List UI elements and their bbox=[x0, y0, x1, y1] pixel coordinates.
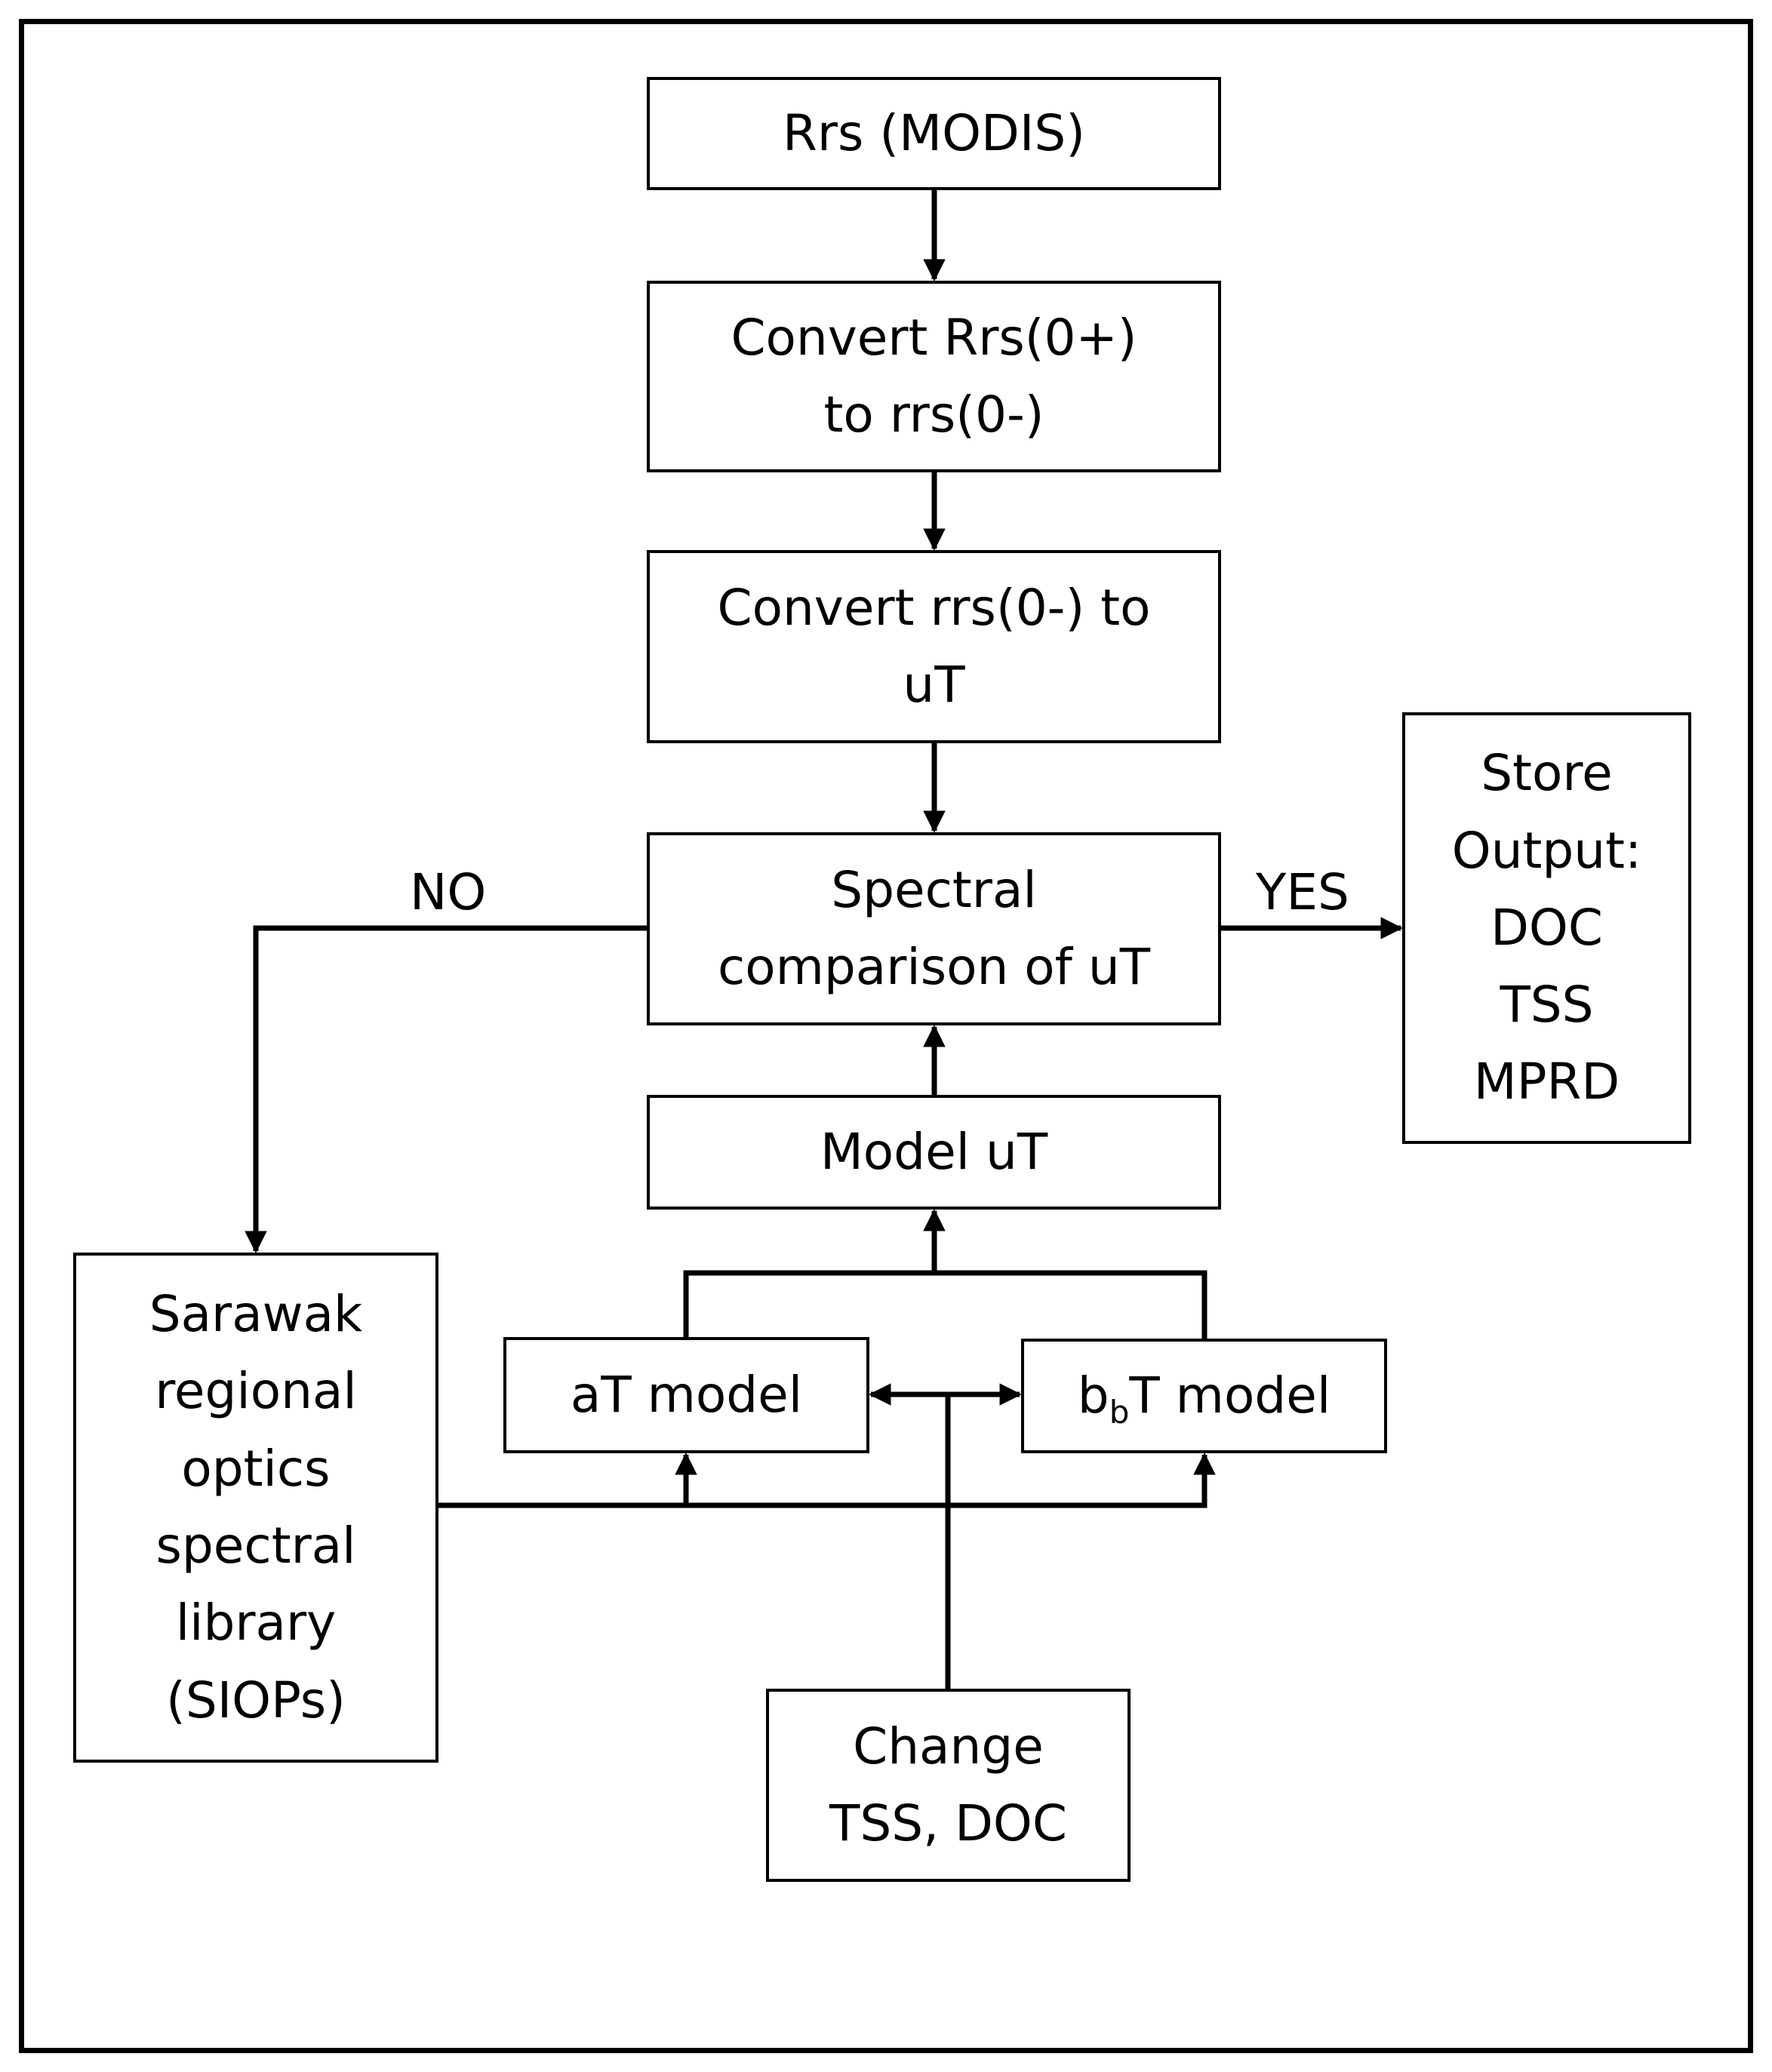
edge-spectral-to-sarawak bbox=[245, 925, 647, 1253]
node-text: Model uT bbox=[820, 1122, 1048, 1181]
node-text: TSS, DOC bbox=[829, 1794, 1067, 1852]
node-bbt-model: bbT model bbox=[1021, 1339, 1387, 1453]
node-spectral-comparison: Spectral comparison of uT bbox=[647, 832, 1221, 1025]
node-text: Output: bbox=[1451, 821, 1642, 880]
edge-label-yes: YES bbox=[1256, 863, 1349, 921]
node-text: Convert rrs(0-) to bbox=[717, 578, 1151, 637]
edge-at-merge bbox=[683, 1270, 1207, 1339]
node-text: library bbox=[175, 1594, 337, 1652]
node-text: to rrs(0-) bbox=[823, 386, 1044, 444]
node-text: bbT model bbox=[1078, 1357, 1331, 1434]
node-text: Convert Rrs(0+) bbox=[731, 308, 1137, 367]
node-text: Rrs (MODIS) bbox=[783, 103, 1085, 162]
node-sarawak-library: Sarawak regional optics spectral library… bbox=[73, 1253, 438, 1763]
node-text-subscript: b bbox=[1109, 1393, 1130, 1431]
node-text: optics bbox=[181, 1439, 331, 1498]
node-text: TSS bbox=[1500, 976, 1594, 1034]
node-change-tss-doc: Change TSS, DOC bbox=[766, 1689, 1131, 1882]
node-text: uT bbox=[903, 656, 965, 714]
node-text: (SIOPs) bbox=[166, 1671, 346, 1729]
node-text: comparison of uT bbox=[717, 938, 1151, 996]
node-text: aT model bbox=[570, 1365, 803, 1424]
node-text: regional bbox=[155, 1362, 357, 1421]
node-text: Spectral bbox=[831, 860, 1037, 919]
node-at-model: aT model bbox=[503, 1337, 869, 1453]
node-text-base: b bbox=[1077, 1366, 1109, 1425]
node-text: Change bbox=[853, 1717, 1044, 1775]
node-store-output: Store Output: DOC TSS MPRD bbox=[1402, 712, 1691, 1144]
edge-label-no: NO bbox=[410, 863, 487, 921]
edge-sarawak-to-bbt bbox=[438, 1453, 1216, 1508]
node-model-ut: Model uT bbox=[647, 1095, 1221, 1210]
node-convert-rrs-to-ut: Convert rrs(0-) to uT bbox=[647, 550, 1221, 743]
node-text: spectral bbox=[155, 1517, 356, 1575]
node-rrs-modis: Rrs (MODIS) bbox=[647, 77, 1221, 190]
node-text-rest: T model bbox=[1129, 1366, 1331, 1425]
node-text: MPRD bbox=[1473, 1053, 1620, 1111]
node-text: DOC bbox=[1491, 898, 1603, 957]
node-text: Sarawak bbox=[149, 1285, 363, 1344]
figure-frame bbox=[19, 19, 1753, 2053]
node-convert-rrs-plus: Convert Rrs(0+) to rrs(0-) bbox=[647, 281, 1221, 472]
node-text: Store bbox=[1481, 744, 1613, 803]
